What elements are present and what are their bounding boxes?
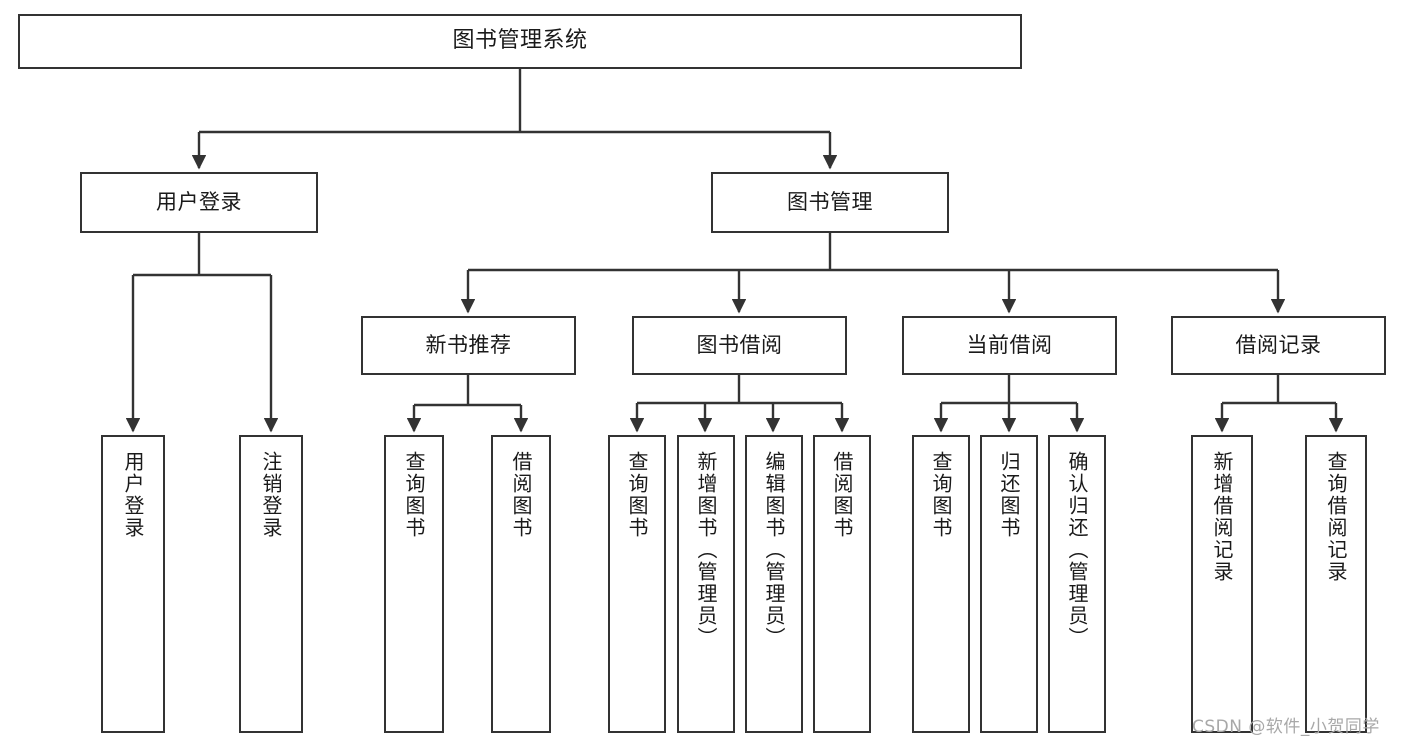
node-user-login-label: 用户登录 (156, 189, 242, 214)
node-leaf-add-record[interactable]: 新增借阅记录 (1191, 435, 1253, 733)
node-leaf-edit-book[interactable]: 编辑图书（管理员） (745, 435, 803, 733)
node-root-label: 图书管理系统 (452, 28, 588, 54)
node-leaf-query-book-2-label: 查询图书 (625, 451, 649, 539)
node-leaf-borrow-book-2-label: 借阅图书 (830, 451, 854, 539)
node-leaf-return-book[interactable]: 归还图书 (980, 435, 1038, 733)
node-user-login[interactable]: 用户登录 (80, 172, 318, 233)
node-leaf-borrow-book-1-label: 借阅图书 (509, 451, 533, 539)
node-leaf-add-record-label: 新增借阅记录 (1210, 451, 1234, 583)
node-book-borrow-label: 图书借阅 (696, 332, 783, 357)
node-leaf-query-book-1-label: 查询图书 (402, 451, 426, 539)
node-borrow-record[interactable]: 借阅记录 (1171, 316, 1386, 375)
node-current-borrow[interactable]: 当前借阅 (902, 316, 1117, 375)
node-leaf-confirm-return[interactable]: 确认归还（管理员） (1048, 435, 1106, 733)
node-book-manage-label: 图书管理 (787, 189, 873, 214)
node-leaf-return-book-label: 归还图书 (997, 451, 1021, 539)
node-leaf-edit-book-label: 编辑图书（管理员） (762, 451, 786, 649)
node-leaf-add-book[interactable]: 新增图书（管理员） (677, 435, 735, 733)
node-leaf-logout-login-label: 注销登录 (259, 451, 283, 539)
node-leaf-user-login[interactable]: 用户登录 (101, 435, 165, 733)
node-leaf-borrow-book-2[interactable]: 借阅图书 (813, 435, 871, 733)
node-leaf-user-login-label: 用户登录 (121, 451, 145, 539)
node-leaf-query-book-1[interactable]: 查询图书 (384, 435, 444, 733)
node-current-borrow-label: 当前借阅 (966, 332, 1053, 357)
node-leaf-query-book-2[interactable]: 查询图书 (608, 435, 666, 733)
node-leaf-query-record-label: 查询借阅记录 (1324, 451, 1348, 583)
node-leaf-logout-login[interactable]: 注销登录 (239, 435, 303, 733)
node-book-manage[interactable]: 图书管理 (711, 172, 949, 233)
node-leaf-query-book-3[interactable]: 查询图书 (912, 435, 970, 733)
node-new-book-recommend-label: 新书推荐 (425, 332, 512, 357)
node-leaf-query-record[interactable]: 查询借阅记录 (1305, 435, 1367, 733)
csdn-watermark: CSDN @软件_小贺同学 (1192, 717, 1380, 737)
node-leaf-query-book-3-label: 查询图书 (929, 451, 953, 539)
node-new-book-recommend[interactable]: 新书推荐 (361, 316, 576, 375)
node-book-borrow[interactable]: 图书借阅 (632, 316, 847, 375)
node-leaf-borrow-book-1[interactable]: 借阅图书 (491, 435, 551, 733)
node-leaf-confirm-return-label: 确认归还（管理员） (1065, 451, 1089, 649)
node-root[interactable]: 图书管理系统 (18, 14, 1022, 69)
node-leaf-add-book-label: 新增图书（管理员） (694, 451, 718, 649)
node-borrow-record-label: 借阅记录 (1235, 332, 1322, 357)
